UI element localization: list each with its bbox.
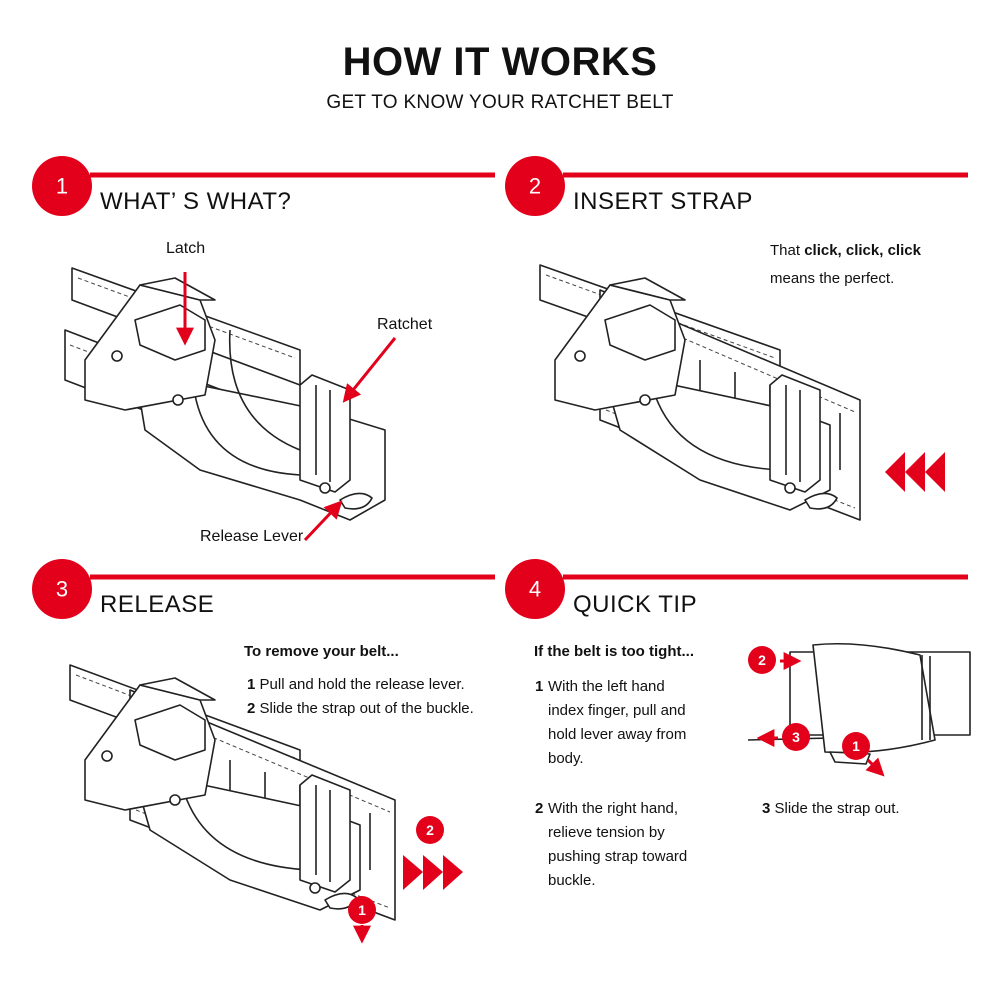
quick-tip-item-1-line: index finger, pull and	[548, 702, 686, 719]
release-item-1-text: Pull and hold the release lever.	[259, 676, 465, 693]
step-2-title: INSERT STRAP	[573, 188, 753, 215]
step-4-title: QUICK TIP	[573, 591, 698, 618]
quick-tip-item-1-number: 1	[535, 678, 544, 695]
step-4-marker-2: 2	[748, 646, 802, 674]
step-3-header-graphic: 3	[32, 559, 495, 619]
step-4-marker-2-label: 2	[758, 652, 766, 668]
step-4-marker-3: 3	[756, 723, 810, 751]
quick-tip-item-2-number: 2	[535, 800, 544, 817]
quick-tip-item-3: 3 Slide the strap out.	[762, 797, 900, 821]
step-2-header-graphic: 2	[505, 156, 968, 216]
step-3-marker-2-label: 2	[426, 822, 434, 838]
quick-tip-item-1-line: body.	[548, 750, 584, 767]
release-item-2: 2 Slide the strap out of the buckle.	[247, 697, 474, 721]
insert-strap-note-prefix: That	[770, 242, 805, 259]
step-3-number: 3	[56, 577, 68, 602]
buckle-illustration-2	[539, 264, 861, 521]
step-4-number: 4	[529, 577, 541, 602]
step-4-header-graphic: 4	[505, 559, 968, 619]
quick-tip-item-2: With the right hand, relieve tension by …	[548, 797, 687, 893]
quick-tip-item-1-line: hold lever away from	[548, 726, 687, 743]
callout-release-lever: Release Lever	[200, 528, 304, 545]
step-3-marker-1-label: 1	[358, 902, 366, 918]
step-3-marker-2: 2	[416, 816, 444, 844]
release-item-1: 1 Pull and hold the release lever.	[247, 673, 465, 697]
release-item-2-number: 2	[247, 700, 256, 717]
release-item-2-text: Slide the strap out of the buckle.	[259, 700, 474, 717]
insert-strap-note-line2: means the perfect.	[770, 270, 895, 287]
release-heading: To remove your belt...	[244, 643, 399, 660]
step-3-title: RELEASE	[100, 591, 215, 618]
buckle-illustration-1	[64, 267, 397, 542]
quick-tip-item-1: With the left hand index finger, pull an…	[548, 675, 686, 771]
step-1-header-graphic: 1	[32, 156, 495, 216]
step-4-marker-1: 1	[842, 732, 885, 777]
release-direction-arrows	[403, 855, 463, 890]
step-1-title: WHAT’ S WHAT?	[100, 188, 292, 215]
quick-tip-item-3-text: Slide the strap out.	[774, 800, 900, 817]
insert-strap-note-bold: click, click, click	[804, 242, 921, 259]
callout-ratchet: Ratchet	[377, 316, 433, 333]
step-3-badge	[32, 559, 92, 619]
insert-strap-note: That click, click, click means the perfe…	[770, 237, 921, 293]
quick-tip-item-2-line: With the right hand,	[548, 800, 679, 817]
step-3-marker-1: 1	[348, 896, 376, 944]
step-4-marker-3-label: 3	[792, 729, 800, 745]
page-title: HOW IT WORKS	[342, 40, 658, 84]
quick-tip-item-2-line: buckle.	[548, 872, 596, 889]
step-2-badge	[505, 156, 565, 216]
quick-tip-item-1-line: With the left hand	[548, 678, 665, 695]
step-1-number: 1	[56, 174, 68, 199]
step-4-badge	[505, 559, 565, 619]
insert-direction-arrows	[885, 452, 945, 492]
quick-tip-item-2-line: pushing strap toward	[548, 848, 688, 865]
buckle-illustration-3	[69, 664, 396, 921]
step-2-number: 2	[529, 174, 541, 199]
step-1-badge	[32, 156, 92, 216]
release-item-1-number: 1	[247, 676, 256, 693]
quick-tip-item-2-line: relieve tension by	[548, 824, 665, 841]
step-4-marker-1-label: 1	[852, 738, 860, 754]
buckle-side-illustration	[747, 642, 971, 765]
callout-latch: Latch	[166, 240, 206, 257]
quick-tip-item-3-number: 3	[762, 800, 771, 817]
page-subtitle: GET TO KNOW YOUR RATCHET BELT	[326, 92, 674, 113]
quick-tip-heading: If the belt is too tight...	[534, 643, 694, 660]
